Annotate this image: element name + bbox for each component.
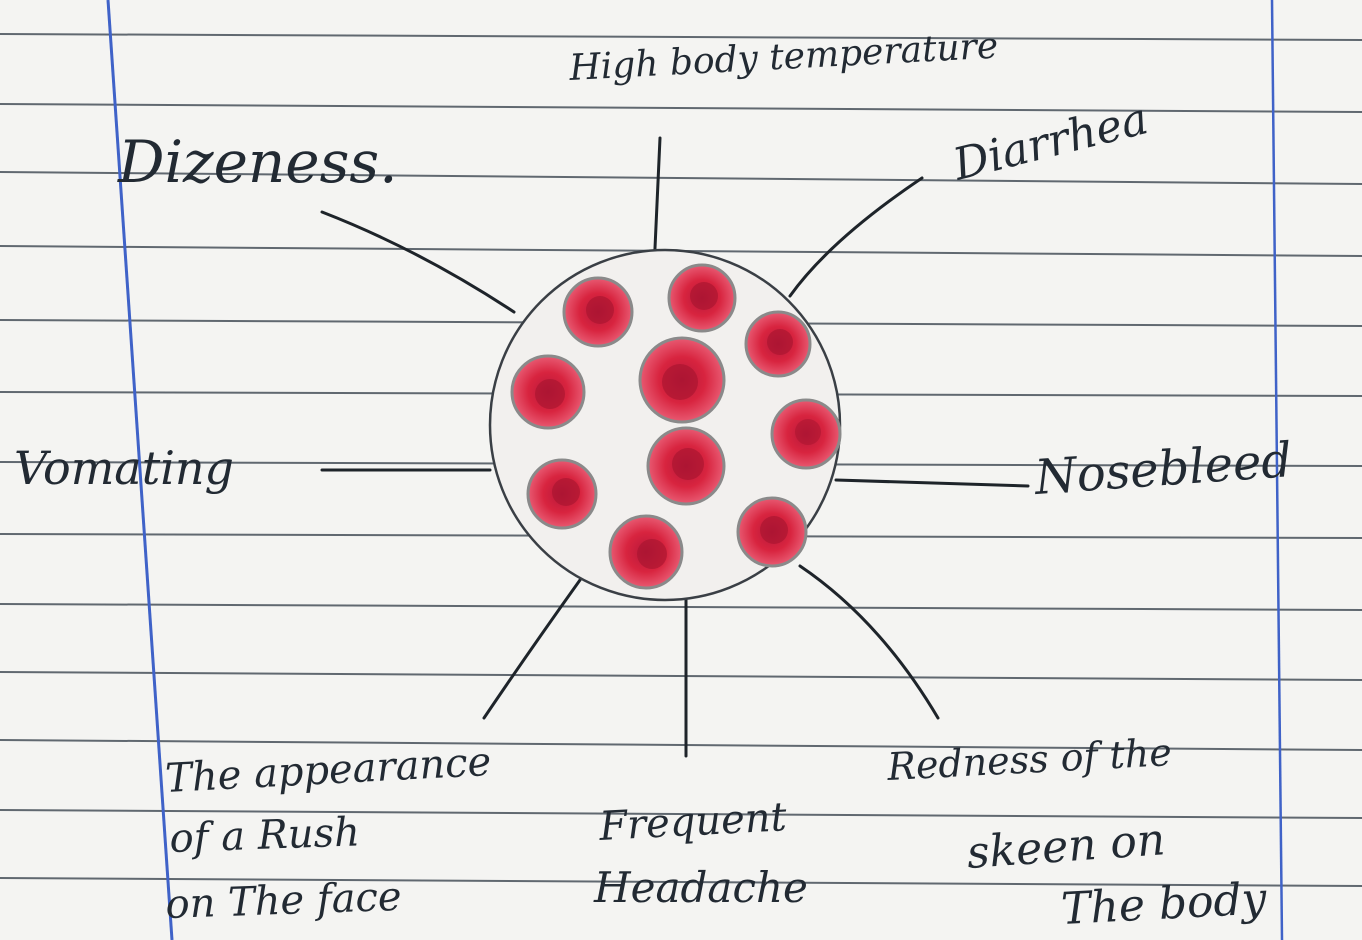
- label-rash-line-3: on The face: [165, 874, 403, 928]
- rash-spot: [528, 460, 596, 528]
- label-redness-line-3: The body: [1060, 873, 1269, 935]
- rash-spot: [564, 278, 632, 346]
- rash-spot: [746, 312, 810, 376]
- rash-spot: [669, 265, 735, 331]
- rash-spot: [640, 338, 724, 422]
- rash-spot: [648, 428, 724, 504]
- rash-spot: [738, 498, 806, 566]
- rash-spot: [512, 356, 584, 428]
- rash-spot: [610, 516, 682, 588]
- label-vomiting: Vomating: [14, 441, 234, 495]
- label-rash-line-2: of a Rush: [169, 809, 361, 862]
- label-headache-line-2: Headache: [593, 863, 808, 912]
- label-dizziness: Dizeness.: [117, 128, 398, 196]
- rash-spot: [772, 400, 840, 468]
